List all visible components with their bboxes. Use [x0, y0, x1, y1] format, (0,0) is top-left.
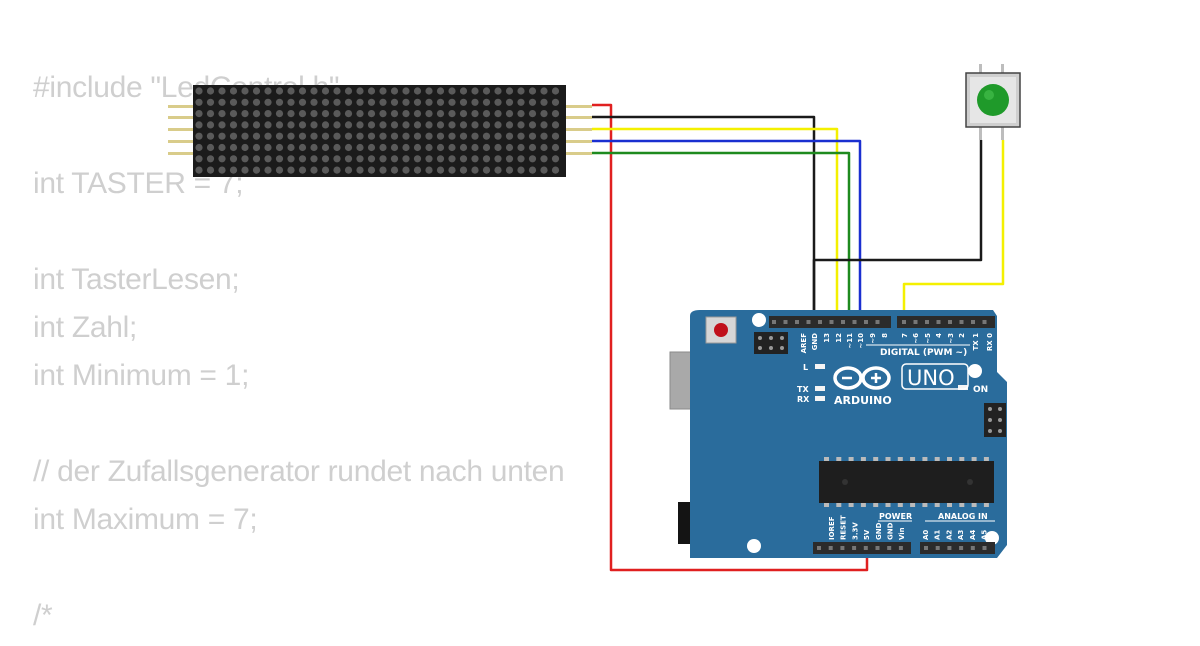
power-pin-label: 5V: [863, 529, 871, 540]
led-matrix-module[interactable]: [168, 85, 592, 177]
wire-black-gnd: [592, 115, 816, 318]
digital-pin-label: ~5: [924, 333, 932, 344]
digital-pin-label: ~3: [947, 333, 955, 344]
digital-label: DIGITAL (PWM ~): [880, 348, 967, 358]
analog-pin-label: A5: [981, 530, 989, 540]
digital-pin-label: 8: [881, 333, 889, 338]
digital-header-right: [897, 316, 995, 328]
tx-led: [815, 386, 825, 391]
code-line: int Maximum = 7;: [33, 503, 258, 536]
code-line: /*: [33, 599, 53, 632]
mounting-hole: [968, 364, 982, 378]
digital-pin-label: 12: [835, 333, 843, 343]
button-cap[interactable]: [977, 84, 1009, 116]
analog-pin-label: A1: [934, 530, 942, 540]
power-pin-label: GND: [875, 522, 883, 540]
icsp-header-right: [984, 403, 1006, 437]
push-button[interactable]: [965, 64, 1021, 140]
digital-pin-label: 4: [935, 333, 943, 338]
l-label: L: [803, 363, 808, 372]
code-line: int Zahl;: [33, 311, 138, 344]
arduino-logo-icon: [833, 366, 891, 390]
analog-pin-label: A0: [922, 530, 930, 540]
tx-label: TX: [797, 385, 809, 394]
power-pin-label: GND: [887, 522, 895, 540]
matrix-led-dots: [195, 87, 560, 174]
wire-yellow-din: [592, 127, 839, 318]
analog-header: [920, 542, 995, 554]
digital-pin-label: TX 1: [972, 333, 980, 351]
wires: [592, 103, 1005, 572]
digital-pin-label: RX 0: [986, 333, 994, 351]
power-pin-label: RESET: [840, 515, 848, 540]
analog-label: ANALOG IN: [938, 512, 988, 521]
mounting-hole: [985, 531, 999, 545]
wire-green-cs: [592, 151, 851, 318]
analog-pin-label: A3: [957, 530, 965, 540]
power-pin-label: Vin: [898, 527, 906, 540]
digital-pin-label: 7: [901, 333, 909, 338]
mounting-hole: [747, 539, 761, 553]
rx-label: RX: [797, 395, 810, 404]
uno-label: UNO: [907, 366, 955, 390]
arduino-brand-label: ARDUINO: [834, 394, 892, 407]
analog-pin-label: A4: [969, 530, 977, 540]
reset-button[interactable]: [705, 316, 737, 344]
wire-black-button: [812, 140, 983, 318]
atmega-chip: [819, 461, 994, 503]
digital-pin-label: ~9: [869, 333, 877, 344]
wire-blue-clk: [592, 139, 862, 318]
power-label: POWER: [879, 512, 912, 521]
wire-yellow-button: [902, 140, 1005, 318]
reset-button-icon: [714, 323, 728, 337]
l-led: [815, 364, 825, 369]
on-label: ON: [973, 385, 988, 395]
code-line: int TasterLesen;: [33, 263, 240, 296]
digital-pin-label: 13: [823, 333, 831, 343]
digital-pin-label: GND: [811, 333, 819, 351]
rx-led: [815, 396, 825, 401]
matrix-header-pins: [168, 105, 592, 155]
power-header: [813, 542, 911, 554]
on-led: [958, 385, 968, 390]
digital-pin-label: ~6: [912, 333, 920, 344]
digital-pin-label: 2: [958, 333, 966, 338]
power-pin-label: 3.3V: [851, 522, 859, 540]
mounting-hole: [752, 313, 766, 327]
digital-pin-label: ~10: [857, 333, 865, 349]
code-line: // der Zufallsgenerator rundet nach unte…: [33, 455, 565, 488]
digital-pin-label: AREF: [800, 333, 808, 354]
wire-red-vcc: [592, 103, 869, 572]
icsp-header-top: [754, 332, 788, 354]
power-pin-label: IOREF: [828, 516, 836, 540]
digital-pin-label: ~11: [846, 333, 854, 349]
code-line: int Minimum = 1;: [33, 359, 250, 392]
analog-pin-label: A2: [945, 530, 953, 540]
